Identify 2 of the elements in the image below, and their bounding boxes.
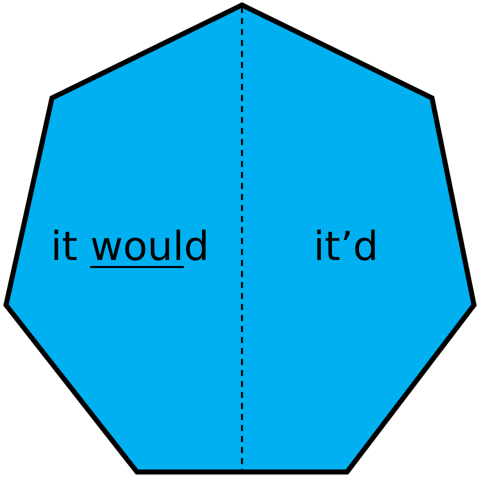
half-label: it’d xyxy=(314,224,378,270)
half-label: it would xyxy=(50,224,210,270)
